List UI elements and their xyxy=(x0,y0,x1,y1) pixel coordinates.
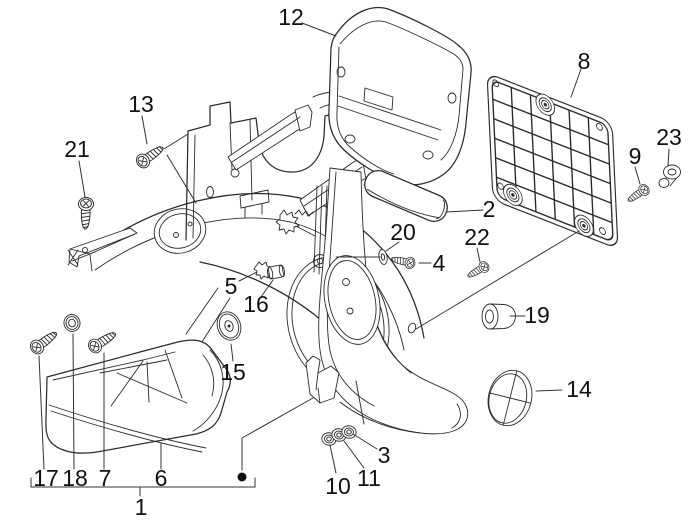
cover-disc-14 xyxy=(487,369,533,427)
callout-3: 3 xyxy=(378,442,391,468)
callout-13: 13 xyxy=(128,91,154,117)
screw-22 xyxy=(464,259,492,282)
taillight-housing xyxy=(328,6,472,186)
fender-boss xyxy=(153,208,207,254)
assembly-ref-dot xyxy=(237,472,247,482)
callout-22: 22 xyxy=(464,224,490,250)
screw-17 xyxy=(27,326,62,357)
callout-18: 18 xyxy=(62,465,88,491)
plate-grommet xyxy=(503,183,523,207)
rivet-23 xyxy=(658,164,681,188)
lower-spoiler xyxy=(45,339,231,454)
bushing-16 xyxy=(266,264,286,280)
plate-grommet xyxy=(535,93,556,116)
screw-7 xyxy=(85,327,120,356)
callout-19: 19 xyxy=(524,302,550,328)
callout-8: 8 xyxy=(578,48,591,74)
washer-20 xyxy=(378,249,388,265)
reflector-lens xyxy=(364,169,448,223)
callout-23: 23 xyxy=(656,124,682,150)
screw-4 xyxy=(389,252,417,271)
leader-lines xyxy=(30,22,670,497)
callout-1: 1 xyxy=(135,494,148,520)
callout-21: 21 xyxy=(64,136,90,162)
callout-6: 6 xyxy=(155,465,168,491)
screw-9 xyxy=(624,182,652,206)
callout-17: 17 xyxy=(33,465,59,491)
callout-14: 14 xyxy=(566,376,592,402)
callout-5: 5 xyxy=(225,273,238,299)
callout-15: 15 xyxy=(220,359,246,385)
spacer-19 xyxy=(481,303,516,330)
callout-11: 11 xyxy=(357,465,381,491)
screw-13 xyxy=(133,141,168,171)
group-bracket-1 xyxy=(30,477,256,497)
grommet-15 xyxy=(216,311,242,341)
callout-2: 2 xyxy=(483,196,496,222)
rear-stay-leg xyxy=(305,167,469,435)
callout-16: 16 xyxy=(243,291,269,317)
callout-7: 7 xyxy=(99,465,112,491)
plate-holder-grid xyxy=(486,75,619,246)
screw-21 xyxy=(77,196,95,230)
callout-20: 20 xyxy=(390,219,416,245)
callout-9: 9 xyxy=(629,143,642,169)
callout-12: 12 xyxy=(278,4,304,30)
washer-18 xyxy=(63,314,81,332)
callout-4: 4 xyxy=(433,250,446,276)
callout-10: 10 xyxy=(325,473,351,499)
